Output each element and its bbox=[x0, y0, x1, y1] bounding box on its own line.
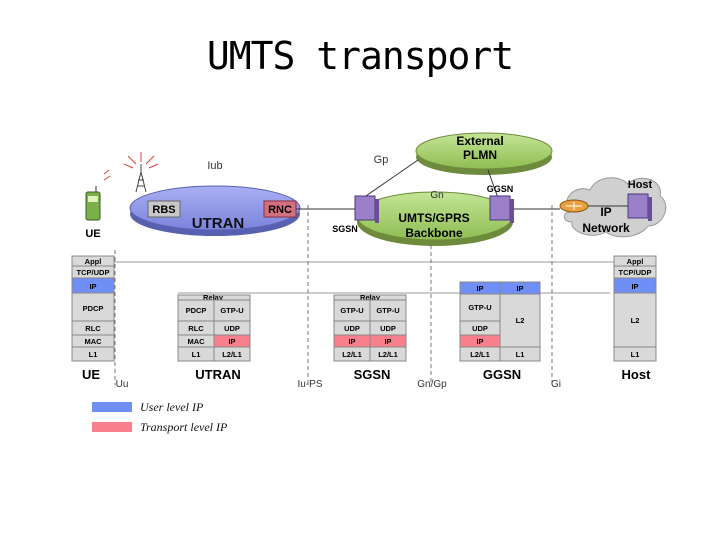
legend-transport-label: Transport level IP bbox=[140, 420, 228, 434]
sgsn-l2l1-left: L2/L1 bbox=[342, 350, 362, 359]
sgsn-l2l1-right: L2/L1 bbox=[378, 350, 398, 359]
host-l2: L2 bbox=[631, 316, 640, 325]
ggsn-l2l1: L2/L1 bbox=[470, 350, 490, 359]
bottom-host-label: Host bbox=[622, 367, 652, 382]
utran-rlc: RLC bbox=[188, 324, 204, 333]
sgsn-node bbox=[354, 195, 379, 223]
ggsn-gtpu: GTP-U bbox=[468, 303, 491, 312]
router-icon bbox=[559, 199, 589, 213]
external-label: External bbox=[456, 134, 503, 148]
ue-mac: MAC bbox=[84, 337, 102, 346]
gn-label: Gn bbox=[430, 190, 443, 201]
host-l1: L1 bbox=[631, 350, 640, 359]
sgsn-relay: Relay bbox=[360, 293, 381, 302]
ue-stack: Appl TCP/UDP IP PDCP RLC MAC L1 bbox=[71, 255, 115, 362]
sgsn-ip-right: IP bbox=[384, 337, 391, 346]
gp-label: Gp bbox=[374, 154, 389, 166]
utran-l1: L1 bbox=[192, 350, 201, 359]
ue-ip: IP bbox=[89, 282, 96, 291]
bottom-utran-label: UTRAN bbox=[195, 367, 241, 382]
utran-ip: IP bbox=[228, 337, 235, 346]
legend-user-label: User level IP bbox=[140, 400, 204, 414]
ip-network-cloud bbox=[563, 177, 667, 238]
gn-link bbox=[487, 169, 499, 199]
ue-l1: L1 bbox=[89, 350, 98, 359]
gi-label: Gi bbox=[551, 379, 561, 390]
utran-label: UTRAN bbox=[192, 215, 245, 232]
host-appl: Appl bbox=[627, 257, 644, 266]
ggsn-node-label: GGSN bbox=[487, 184, 514, 194]
mobile-phone-icon bbox=[85, 169, 111, 221]
gp-link bbox=[362, 159, 419, 199]
ggsn-l2: L2 bbox=[516, 316, 525, 325]
ggsn-node bbox=[489, 195, 514, 223]
ue-tcpudp: TCP/UDP bbox=[77, 268, 110, 277]
slide-title: UMTS transport bbox=[206, 34, 514, 78]
plmn-label: PLMN bbox=[463, 148, 497, 162]
rbs-node bbox=[147, 200, 181, 218]
ggsn-stack: IP IP GTP-U UDP IP L2/L1 L2 L1 bbox=[459, 281, 541, 362]
utran-pdcp: PDCP bbox=[186, 306, 207, 315]
interface-lines bbox=[114, 205, 553, 385]
sgsn-stack: Relay GTP-U GTP-U UDP UDP IP IP L2/L1 L2… bbox=[333, 293, 407, 362]
ggsn-ip-user-left: IP bbox=[476, 284, 483, 293]
utran-gtpu: GTP-U bbox=[220, 306, 243, 315]
bottom-sgsn-label: SGSN bbox=[354, 367, 391, 382]
legend-user-swatch bbox=[92, 402, 132, 412]
ggsn-l1: L1 bbox=[516, 350, 525, 359]
ggsn-udp: UDP bbox=[472, 324, 488, 333]
ue-pdcp: PDCP bbox=[83, 304, 104, 313]
host-stack: Appl TCP/UDP IP L2 L1 bbox=[613, 255, 657, 362]
protocol-stacks: Appl TCP/UDP IP PDCP RLC MAC L1 Relay PD… bbox=[71, 255, 657, 362]
sgsn-udp-right: UDP bbox=[380, 324, 396, 333]
host-computer-icon bbox=[627, 193, 652, 221]
ue-label: UE bbox=[85, 228, 100, 240]
bottom-ue-label: UE bbox=[82, 367, 100, 382]
iub-label: Iub bbox=[207, 160, 222, 172]
ue-rlc: RLC bbox=[85, 324, 101, 333]
sgsn-gtpu-right: GTP-U bbox=[376, 306, 399, 315]
rnc-label: RNC bbox=[268, 204, 292, 216]
ggsn-ip-transport: IP bbox=[476, 337, 483, 346]
sgsn-node-label: SGSN bbox=[332, 224, 358, 234]
network-overview: External PLMN UMTS/GPRS Backbone Gp Gn U… bbox=[85, 132, 667, 246]
host-ip: IP bbox=[631, 282, 638, 291]
ue-appl: Appl bbox=[85, 257, 102, 266]
backbone-label-2: Backbone bbox=[405, 226, 463, 240]
antenna-tower-icon bbox=[123, 152, 159, 193]
utran-udp: UDP bbox=[224, 324, 240, 333]
backbone-label-1: UMTS/GPRS bbox=[398, 211, 469, 225]
sgsn-ip-left: IP bbox=[348, 337, 355, 346]
legend: User level IP Transport level IP bbox=[92, 400, 228, 434]
ggsn-ip-user-right: IP bbox=[516, 284, 523, 293]
network-label: Network bbox=[582, 221, 630, 235]
sgsn-udp-left: UDP bbox=[344, 324, 360, 333]
legend-transport-swatch bbox=[92, 422, 132, 432]
utran-relay: Relay bbox=[203, 293, 224, 302]
ip-label: IP bbox=[600, 205, 611, 219]
uu-label: Uu bbox=[116, 379, 129, 390]
bottom-labels: UE Uu UTRAN Iu-PS SGSN Gn/Gp GGSN Gi Hos… bbox=[82, 367, 651, 390]
external-plmn-ellipse bbox=[415, 132, 553, 175]
utran-l2l1: L2/L1 bbox=[222, 350, 242, 359]
host-top-label: Host bbox=[628, 179, 653, 191]
iups-label: Iu-PS bbox=[297, 379, 322, 390]
host-tcpudp: TCP/UDP bbox=[619, 268, 652, 277]
sgsn-gtpu-left: GTP-U bbox=[340, 306, 363, 315]
gngp-label: Gn/Gp bbox=[417, 379, 447, 390]
utran-stack: Relay PDCP GTP-U RLC UDP MAC IP L1 L2/L1 bbox=[177, 293, 251, 362]
bottom-ggsn-label: GGSN bbox=[483, 367, 521, 382]
rbs-label: RBS bbox=[152, 204, 175, 216]
utran-mac: MAC bbox=[187, 337, 205, 346]
